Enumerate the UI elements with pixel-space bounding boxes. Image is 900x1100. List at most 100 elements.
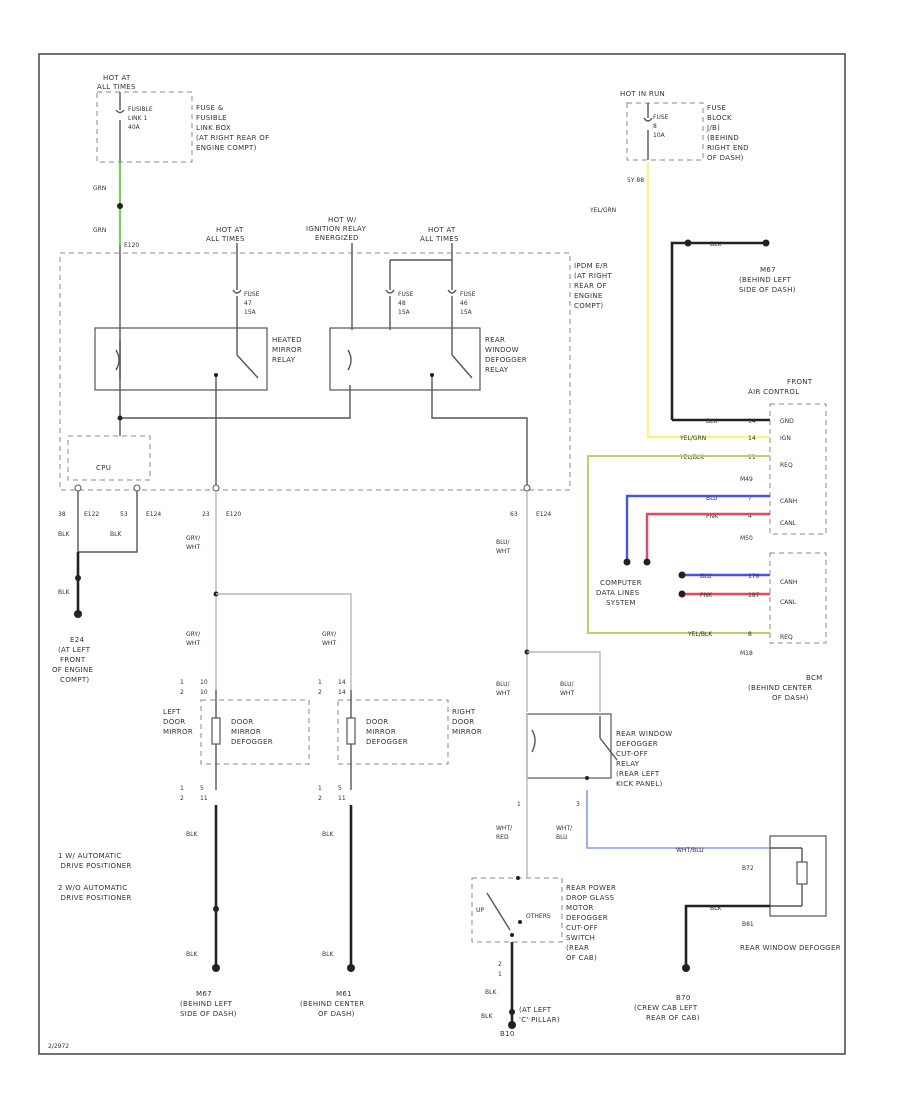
svg-text:BLK: BLK bbox=[322, 831, 334, 838]
svg-text:M50: M50 bbox=[740, 535, 753, 542]
svg-text:REQ: REQ bbox=[780, 634, 793, 641]
svg-text:23: 23 bbox=[202, 511, 210, 518]
svg-text:8: 8 bbox=[748, 631, 752, 638]
svg-text:3: 3 bbox=[576, 801, 580, 808]
svg-text:14: 14 bbox=[338, 689, 346, 696]
diagram-frame bbox=[38, 53, 846, 1055]
svg-text:5: 5 bbox=[200, 785, 204, 792]
svg-text:GRY/WHT: GRY/WHT bbox=[186, 631, 201, 647]
svg-text:BLK: BLK bbox=[706, 418, 718, 425]
svg-text:E120: E120 bbox=[226, 511, 241, 518]
bcm: BLU 176 CANH PNK 187 CANL YEL/BLK 8 REQ … bbox=[687, 552, 827, 702]
svg-text:BLU: BLU bbox=[706, 495, 718, 502]
svg-text:PNK: PNK bbox=[700, 592, 713, 599]
svg-text:BLK: BLK bbox=[710, 241, 722, 248]
svg-text:53: 53 bbox=[120, 511, 128, 518]
svg-text:GRY/WHT: GRY/WHT bbox=[322, 631, 337, 647]
svg-text:BLK: BLK bbox=[58, 531, 70, 538]
svg-text:M18: M18 bbox=[740, 650, 753, 657]
svg-text:WHT/BLU: WHT/BLU bbox=[676, 847, 704, 854]
svg-text:38: 38 bbox=[58, 511, 66, 518]
svg-text:BLK: BLK bbox=[485, 989, 497, 996]
svg-text:BLU/WHT: BLU/WHT bbox=[496, 539, 511, 555]
svg-text:IGN: IGN bbox=[780, 435, 791, 442]
svg-text:11: 11 bbox=[338, 795, 346, 802]
svg-text:176: 176 bbox=[748, 573, 760, 580]
svg-text:E122: E122 bbox=[84, 511, 99, 518]
svg-text:1: 1 bbox=[180, 785, 184, 792]
svg-text:10: 10 bbox=[200, 689, 208, 696]
wire-blu-can bbox=[625, 494, 770, 560]
svg-text:E124: E124 bbox=[536, 511, 551, 518]
rear-window-defogger: B72 B81 REAR WINDOW DEFOGGER bbox=[740, 835, 841, 952]
svg-text:14: 14 bbox=[338, 679, 346, 686]
svg-text:REQ: REQ bbox=[780, 462, 793, 469]
svg-text:1: 1 bbox=[517, 801, 521, 808]
svg-text:1: 1 bbox=[318, 785, 322, 792]
svg-text:YEL/BLK: YEL/BLK bbox=[687, 631, 713, 638]
svg-text:GRN: GRN bbox=[93, 227, 106, 234]
svg-text:B81: B81 bbox=[742, 921, 754, 928]
svg-text:BLK: BLK bbox=[58, 589, 70, 596]
svg-text:63: 63 bbox=[510, 511, 518, 518]
svg-text:1: 1 bbox=[318, 679, 322, 686]
svg-text:PNK: PNK bbox=[706, 513, 719, 520]
svg-text:BLU: BLU bbox=[700, 573, 712, 580]
svg-text:GND: GND bbox=[780, 418, 794, 425]
svg-text:CANL: CANL bbox=[780, 520, 797, 527]
svg-text:1: 1 bbox=[498, 971, 502, 978]
svg-text:BLU/WHT: BLU/WHT bbox=[496, 681, 511, 697]
svg-text:2/2972: 2/2972 bbox=[48, 1043, 69, 1050]
svg-text:5Y 88: 5Y 88 bbox=[627, 177, 644, 184]
wire-blk-ground-top bbox=[670, 241, 766, 420]
svg-text:5: 5 bbox=[338, 785, 342, 792]
svg-text:2: 2 bbox=[318, 689, 322, 696]
svg-text:11: 11 bbox=[200, 795, 208, 802]
svg-text:11: 11 bbox=[748, 454, 756, 461]
svg-text:2: 2 bbox=[498, 961, 502, 968]
svg-text:YEL/GRN: YEL/GRN bbox=[679, 435, 706, 442]
svg-text:BLK: BLK bbox=[186, 951, 198, 958]
svg-text:14: 14 bbox=[748, 435, 756, 442]
svg-text:2: 2 bbox=[180, 795, 184, 802]
svg-text:YEL/GRN: YEL/GRN bbox=[589, 207, 616, 214]
svg-text:M49: M49 bbox=[740, 476, 753, 483]
wire-pnk-can bbox=[645, 512, 770, 560]
svg-text:10: 10 bbox=[200, 679, 208, 686]
svg-text:WHT/RED: WHT/RED bbox=[496, 825, 513, 841]
svg-text:WHT/BLU: WHT/BLU bbox=[556, 825, 573, 841]
svg-text:E124: E124 bbox=[146, 511, 161, 518]
wire-yel-grn bbox=[646, 162, 770, 439]
svg-text:BLK: BLK bbox=[710, 905, 722, 912]
